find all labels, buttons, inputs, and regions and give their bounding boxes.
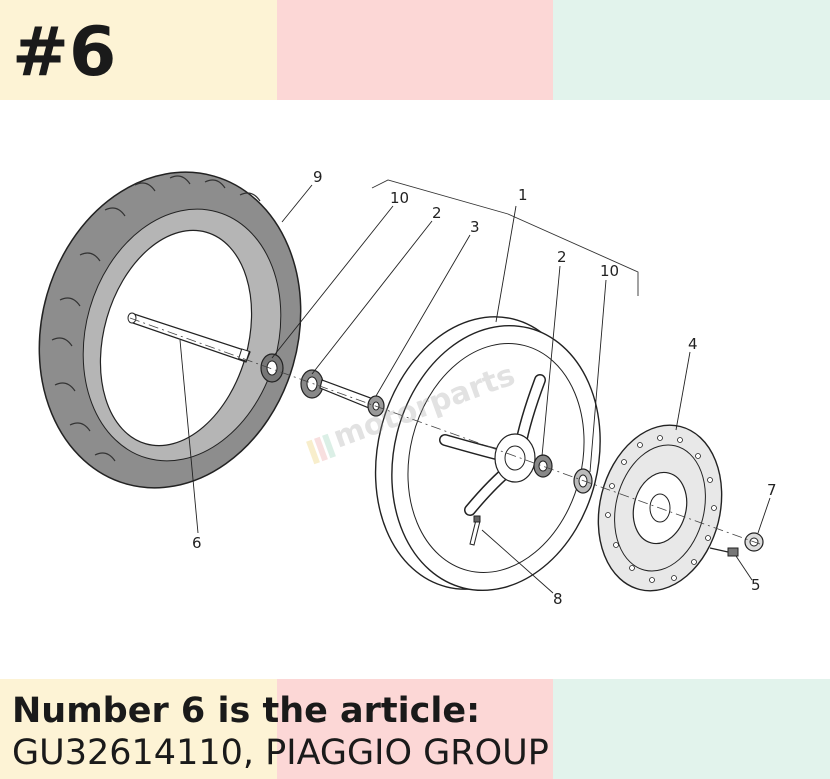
spacer (319, 379, 385, 417)
callout-5: 5 (751, 576, 761, 594)
callout-6: 6 (192, 534, 202, 552)
callout-10-right: 10 (600, 262, 619, 280)
part-number-title: #6 (12, 13, 117, 92)
callout-9: 9 (313, 168, 323, 186)
rim (374, 316, 601, 592)
header-band-pink (276, 0, 554, 100)
header-band-yellow (0, 0, 277, 100)
leader-lines (179, 184, 771, 594)
callout-8: 8 (553, 590, 563, 608)
callout-3: 3 (470, 218, 480, 236)
header-band-mint (553, 0, 830, 100)
footer-band (0, 679, 830, 779)
footer-band-yellow (0, 679, 277, 779)
footer-band-mint (553, 679, 830, 779)
header-band (0, 0, 830, 100)
left-bearing (300, 369, 324, 399)
wheel-assembly-drawing: 1 2 2 3 4 5 6 7 8 9 10 10 motorparts (38, 168, 777, 608)
disc-bolt (709, 547, 739, 557)
valve (469, 515, 481, 546)
bracket-1 (371, 179, 639, 296)
footer-band-pink (276, 679, 554, 779)
callout-7: 7 (767, 481, 777, 499)
assembly-axis (129, 317, 761, 545)
caption-heading: Number 6 is the article: (12, 691, 481, 731)
callout-10-left: 10 (390, 189, 409, 207)
caption-article: GU32614110, PIAGGIO GROUP (12, 733, 549, 773)
caption: Number 6 is the article: GU32614110, PIA… (12, 690, 549, 774)
callout-labels: 1 2 2 3 4 5 6 7 8 9 10 10 (192, 168, 777, 608)
callout-2-right: 2 (557, 248, 567, 266)
right-seal (573, 468, 593, 494)
exploded-diagram: 1 2 2 3 4 5 6 7 8 9 10 10 motorparts (0, 100, 830, 679)
callout-4: 4 (688, 335, 698, 353)
callout-1: 1 (518, 186, 528, 204)
left-seal (260, 353, 284, 383)
callout-2-left: 2 (432, 204, 442, 222)
